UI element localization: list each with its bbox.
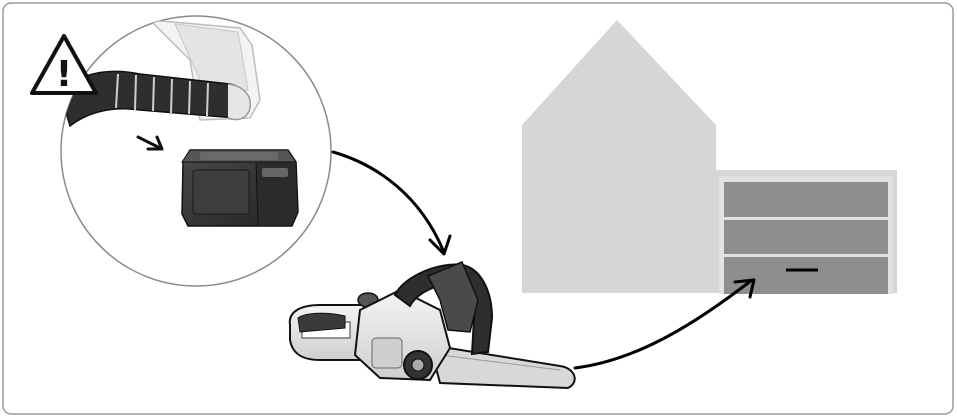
battery-pack [181, 149, 299, 227]
battery-removal-detail [60, 15, 332, 287]
vent-panel [371, 337, 403, 369]
house [522, 20, 897, 294]
warning-triangle-icon: ! [30, 34, 98, 95]
garage-door-panel [724, 257, 888, 294]
garage [719, 176, 893, 294]
warning-symbol: ! [56, 54, 72, 95]
grip-rings [115, 73, 209, 117]
guide-bar [428, 343, 576, 390]
garage-door-panel [724, 220, 888, 254]
garage-door-panel [724, 182, 888, 217]
arrow-to-garage [573, 278, 756, 370]
insert-arrow-icon [136, 135, 164, 151]
chainsaw [288, 261, 576, 390]
arrow-to-saw [331, 150, 452, 256]
rear-grip [297, 312, 346, 333]
handle-end-cap [227, 83, 252, 121]
housing-panel [174, 23, 249, 93]
hand-guard [426, 261, 479, 333]
